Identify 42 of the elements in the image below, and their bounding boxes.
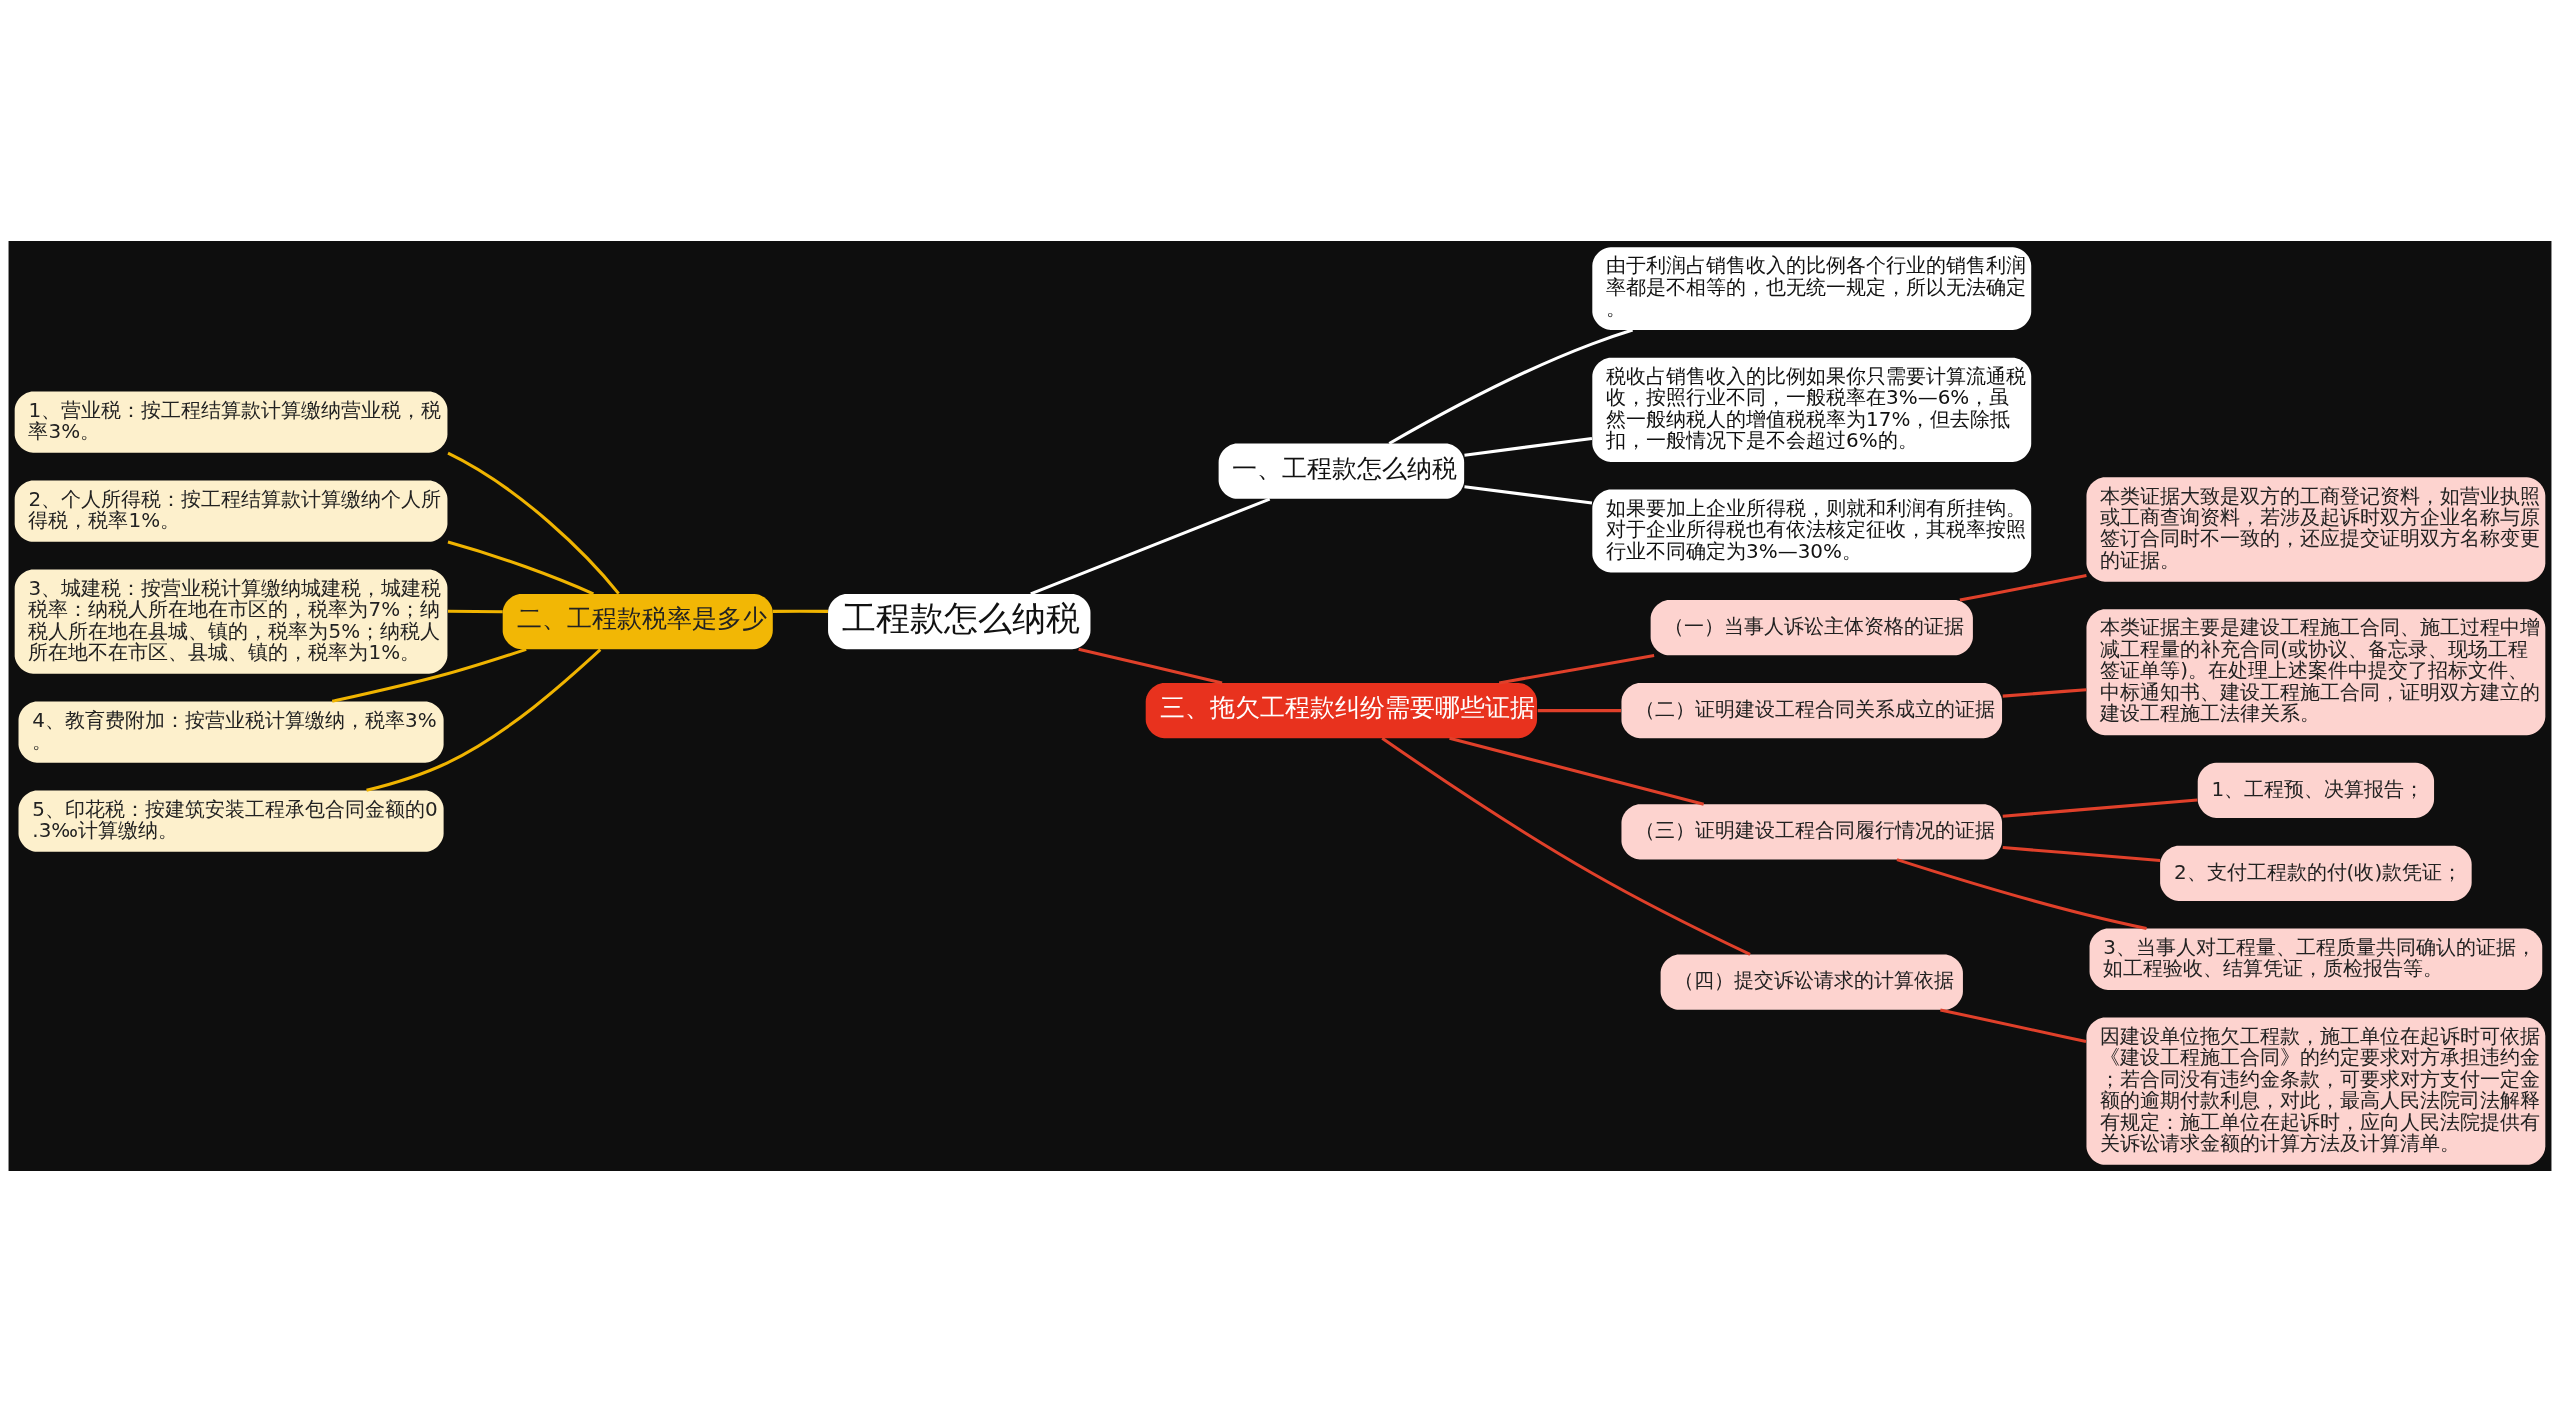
node-box: 5、印花税：按建筑安装工程承包合同金额的0.3‰计算缴纳。 — [18, 789, 444, 852]
connector — [1030, 497, 1271, 595]
connector — [1464, 484, 1593, 505]
connector — [2002, 798, 2198, 818]
connector — [1464, 436, 1593, 457]
node-box: （二）证明建设工程合同关系成立的证据 — [1621, 682, 2003, 738]
node-box: 二、工程款税率是多少 — [502, 593, 773, 649]
connector — [1381, 736, 1751, 956]
node-box: 1、营业税：按工程结算款计算缴纳营业税，税率3%。 — [14, 390, 448, 453]
node-box: 因建设单位拖欠工程款，施工单位在起诉时可依据《建设工程施工合同》的约定要求对方承担违约金；若合同没有违约金条款，可要求对方支付一定金额的逾期付款利息，对此，最高人民法院司法解释有规定：施工单位在起诉时，应向人民法院提供有关诉讼请求金额的计算方法及计算清单。 — [2086, 1017, 2546, 1165]
node-box: （四）提交诉讼请求的计算依据 — [1660, 954, 1963, 1010]
node-box: 3、当事人对工程量、工程质量共同确认的证据，如工程验收、结算凭证，质检报告等。 — [2089, 928, 2543, 990]
node-box: 如果要加上企业所得税，则就和利润有所挂钩。对于企业所得税也有依法核定征收，其税率按照行业不同确定为3%—30%。 — [1592, 489, 2032, 572]
connector — [2002, 687, 2087, 698]
node-box: 三、拖欠工程款纠纷需要哪些证据 — [1145, 682, 1538, 738]
connector — [1537, 708, 1621, 712]
connector — [1498, 653, 1655, 684]
node-box: 由于利润占销售收入的比例各个行业的销售利润率都是不相等的，也无统一规定，所以无法确定。 — [1592, 246, 2032, 330]
node-box: 4、教育费附加：按营业税计算缴纳，税率3%。 — [18, 700, 444, 763]
connector — [2002, 845, 2161, 862]
node-box: （三）证明建设工程合同履行情况的证据 — [1621, 803, 2003, 859]
connector — [1388, 328, 1634, 445]
connector — [1449, 736, 1705, 806]
node-box: 本类证据大致是双方的工商登记资料，如营业执照或工商查询资料，若涉及起诉时双方企业名称与原签订合同时不一致的，还应提交证明双方名称变更的证据。 — [2086, 476, 2546, 582]
node-box: 1、工程预、决算报告； — [2197, 762, 2435, 818]
node-box: 2、个人所得税：按工程结算款计算缴纳个人所得税，税率1%。 — [14, 479, 448, 542]
connector — [447, 539, 595, 595]
node-box: 3、城建税：按营业税计算缴纳城建税，城建税税率：纳税人所在地在市区的，税率为7%；纳税人所在地在县城、镇的，税率为5%；纳税人所在地不在市区、县城、镇的，税率为1%。 — [14, 568, 448, 674]
node-box: 一、工程款怎么纳税 — [1218, 443, 1465, 499]
connector — [1078, 647, 1223, 684]
connector — [1896, 857, 2147, 930]
connector — [1959, 573, 2087, 602]
node-box: 本类证据主要是建设工程施工合同、施工过程中增减工程量的补充合同(或协议、备忘录、现场工程签证单等)。在处理上述案件中提交了招标文件、中标通知书、建设工程施工合同，证明双方建立的建设工程施工法律关系。 — [2086, 608, 2546, 735]
connector — [772, 609, 828, 613]
connector — [448, 609, 503, 613]
connector — [1940, 1007, 2087, 1043]
node-box: 税收占销售收入的比例如果你只需要计算流通税收，按照行业不同，一般税率在3%—6%，虽然一般纳税人的增值税税率为17%，但去除抵扣，一般情况下是不会超过6%的。 — [1592, 357, 2032, 462]
connector — [366, 648, 602, 792]
connector — [447, 451, 620, 595]
node-box: 2、支付工程款的付(收)款凭证； — [2160, 845, 2472, 901]
node-box: 工程款怎么纳税 — [828, 593, 1091, 649]
node-box: （一）当事人诉讼主体资格的证据 — [1650, 599, 1973, 655]
